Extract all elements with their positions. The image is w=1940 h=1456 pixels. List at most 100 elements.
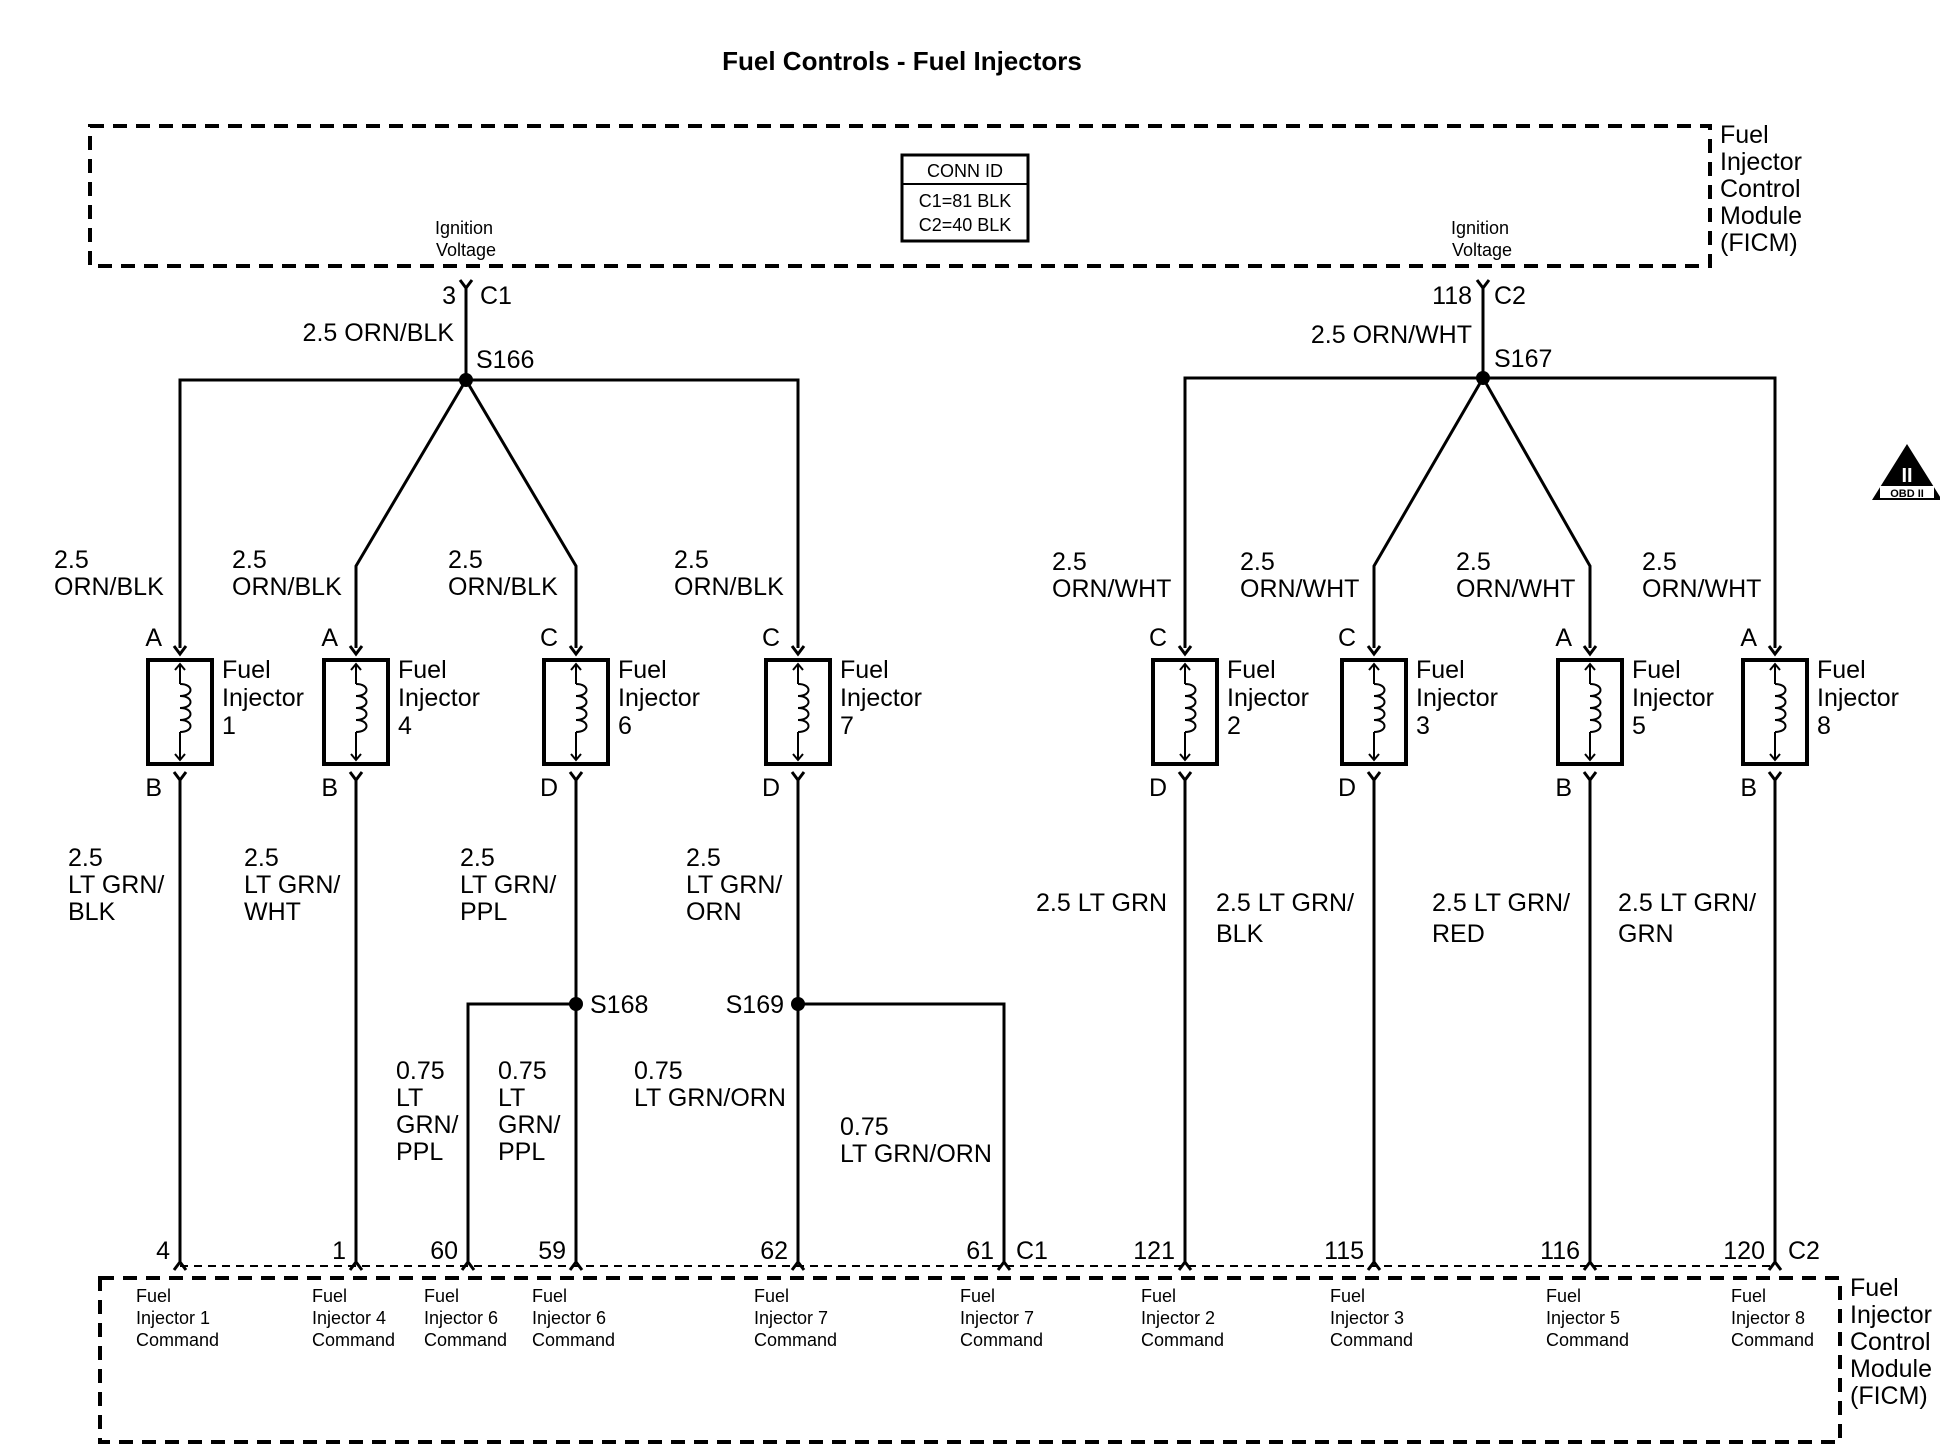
svg-text:Fuel: Fuel xyxy=(1850,1274,1899,1302)
svg-text:0.75: 0.75 xyxy=(634,1057,683,1085)
pin-label: Injector 7 xyxy=(754,1308,828,1328)
svg-text:ORN/WHT: ORN/WHT xyxy=(1052,575,1171,603)
injector-top-pin: C xyxy=(1338,624,1356,652)
bottom-conn-c2: C2 xyxy=(1788,1237,1820,1265)
pin-label: Command xyxy=(1731,1330,1814,1350)
pin-number: 59 xyxy=(538,1237,566,1265)
pin-label: Fuel xyxy=(1141,1286,1176,1306)
svg-text:2.5 LT GRN/: 2.5 LT GRN/ xyxy=(1432,889,1570,917)
injector-top-pin: A xyxy=(321,624,338,652)
svg-text:CONN ID: CONN ID xyxy=(927,161,1003,181)
right-top-wire-labels: 2.5 ORN/WHT 2.5 ORN/WHT 2.5 ORN/WHT 2.5 … xyxy=(1052,548,1761,603)
ficm-top-label: Fuel Injector Control Module (FICM) xyxy=(1720,121,1802,257)
svg-text:PPL: PPL xyxy=(460,898,507,926)
svg-text:S166: S166 xyxy=(476,346,534,374)
pin-number: 62 xyxy=(760,1237,788,1265)
left-branches xyxy=(178,377,800,648)
svg-text:0.75: 0.75 xyxy=(840,1113,889,1141)
svg-text:PPL: PPL xyxy=(396,1138,443,1166)
svg-text:2.5: 2.5 xyxy=(1052,548,1087,576)
svg-text:GRN/: GRN/ xyxy=(396,1111,459,1139)
pin-label: Injector 6 xyxy=(532,1308,606,1328)
svg-text:WHT: WHT xyxy=(244,898,301,926)
svg-text:PPL: PPL xyxy=(498,1138,545,1166)
right-feed-wire: 118 C2 2.5 ORN/WHT S167 xyxy=(1311,279,1552,385)
svg-text:2.5: 2.5 xyxy=(232,546,267,574)
right-branches xyxy=(1183,374,1777,648)
pin-label: Command xyxy=(136,1330,219,1350)
injector-name: Injector xyxy=(398,684,480,712)
pin-number: 121 xyxy=(1133,1237,1175,1265)
svg-text:2.5: 2.5 xyxy=(1642,548,1677,576)
pin-label: Injector 4 xyxy=(312,1308,386,1328)
svg-text:2.5: 2.5 xyxy=(448,546,483,574)
svg-text:OBD II: OBD II xyxy=(1890,488,1924,500)
svg-text:BLK: BLK xyxy=(68,898,116,926)
svg-text:ORN/WHT: ORN/WHT xyxy=(1240,575,1359,603)
svg-text:LT GRN/: LT GRN/ xyxy=(244,871,340,899)
pin-label: Fuel xyxy=(960,1286,995,1306)
pin-label: Command xyxy=(754,1330,837,1350)
injector-bottom-pin: B xyxy=(1555,774,1572,802)
injector-bottom-pin: D xyxy=(1149,774,1167,802)
injector-name: Injector xyxy=(1227,684,1309,712)
svg-text:LT: LT xyxy=(498,1084,525,1112)
svg-text:S167: S167 xyxy=(1494,345,1552,373)
injector-name: Injector xyxy=(618,684,700,712)
svg-text:LT GRN/ORN: LT GRN/ORN xyxy=(840,1140,992,1168)
left-top-wire-labels: 2.5 ORN/BLK 2.5 ORN/BLK 2.5 ORN/BLK 2.5 … xyxy=(54,546,784,601)
injector-number: 8 xyxy=(1817,712,1831,740)
svg-text:C2=40 BLK: C2=40 BLK xyxy=(919,215,1012,235)
pin-label: Command xyxy=(424,1330,507,1350)
injector-name: Injector xyxy=(1817,684,1899,712)
left-bottom-wire-labels: 2.5 LT GRN/ BLK 2.5 LT GRN/ WHT 2.5 LT G… xyxy=(68,844,782,926)
pin-number: 1 xyxy=(332,1237,346,1265)
svg-text:2.5 LT GRN/: 2.5 LT GRN/ xyxy=(1618,889,1756,917)
injector-bottom-pin: D xyxy=(540,774,558,802)
svg-text:(FICM): (FICM) xyxy=(1720,229,1798,257)
pin-number: 120 xyxy=(1723,1237,1765,1265)
injector-top-pin: C xyxy=(762,624,780,652)
svg-text:LT GRN/: LT GRN/ xyxy=(460,871,556,899)
injector-bottom-pin: B xyxy=(321,774,338,802)
ficm-bottom-box xyxy=(98,1276,1842,1444)
injector-top-pin: C xyxy=(1149,624,1167,652)
pin-label: Injector 3 xyxy=(1330,1308,1404,1328)
svg-text:3: 3 xyxy=(442,282,456,310)
pin-label: Fuel xyxy=(754,1286,789,1306)
injector-name: Fuel xyxy=(398,656,447,684)
svg-text:LT GRN/: LT GRN/ xyxy=(68,871,164,899)
pin-number: 4 xyxy=(156,1237,170,1265)
svg-text:C1=81 BLK: C1=81 BLK xyxy=(919,191,1012,211)
svg-text:ORN/BLK: ORN/BLK xyxy=(448,573,558,601)
svg-text:ORN/BLK: ORN/BLK xyxy=(54,573,164,601)
injector-name: Injector xyxy=(1632,684,1714,712)
svg-text:ORN/BLK: ORN/BLK xyxy=(674,573,784,601)
svg-text:2.5: 2.5 xyxy=(68,844,103,872)
bottom-conn-c1: C1 xyxy=(1016,1237,1048,1265)
branch-wire-labels: 0.75 LT GRN/ PPL 0.75 LT GRN/ PPL 0.75 L… xyxy=(396,1057,992,1168)
pin-number: 115 xyxy=(1324,1237,1364,1265)
injector-name: Fuel xyxy=(1632,656,1681,684)
svg-text:Injector: Injector xyxy=(1720,148,1802,176)
svg-text:Ignition: Ignition xyxy=(435,218,493,238)
svg-text:2.5 LT GRN: 2.5 LT GRN xyxy=(1036,889,1167,917)
injector-name: Fuel xyxy=(1227,656,1276,684)
svg-text:ORN/BLK: ORN/BLK xyxy=(232,573,342,601)
injector-name: Fuel xyxy=(1817,656,1866,684)
svg-text:2.5: 2.5 xyxy=(686,844,721,872)
injector-name: Injector xyxy=(1416,684,1498,712)
pin-label: Fuel xyxy=(1546,1286,1581,1306)
svg-text:C1: C1 xyxy=(480,282,512,310)
svg-text:0.75: 0.75 xyxy=(396,1057,445,1085)
